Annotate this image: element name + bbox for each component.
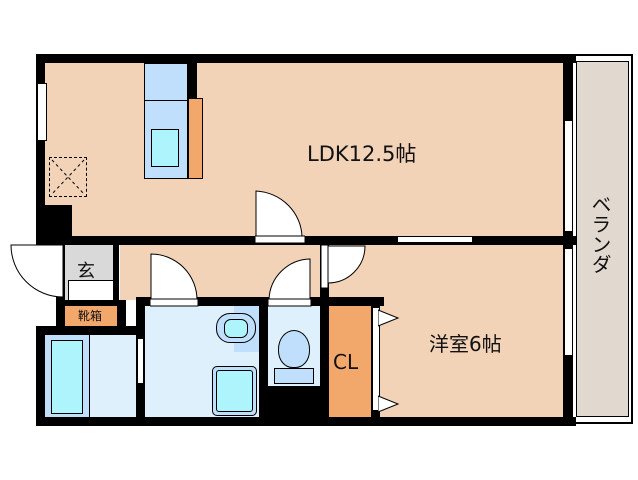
window-ldk-right [564, 120, 573, 232]
wet-wall-left [36, 326, 45, 426]
wall-top [36, 54, 576, 63]
ldk-label: LDK12.5帖 [307, 142, 417, 166]
shoe-doors [68, 280, 114, 302]
washbasin [216, 313, 256, 343]
veranda: ベランダ [571, 54, 633, 424]
ldk-floor [36, 54, 572, 240]
wet-wall-top [36, 326, 140, 335]
wash-door[interactable] [150, 253, 200, 307]
sink [151, 129, 179, 167]
kitchen-wall [188, 63, 197, 99]
veranda-label: ベランダ [588, 194, 612, 274]
toilet-tank [274, 368, 314, 384]
storage-hatch [49, 157, 87, 197]
wall-left [36, 54, 45, 244]
wall-ldk-bottom [36, 236, 576, 245]
toilet-bottom-wall [259, 386, 329, 426]
entrance-wall-right [113, 245, 119, 325]
kitchen-divider [144, 100, 188, 101]
entrance-label: 玄 [77, 261, 95, 282]
window-left [37, 83, 47, 141]
closet-door[interactable] [372, 307, 380, 411]
toilet-bowl [278, 330, 310, 368]
toilet-wall-left [259, 300, 268, 426]
bathtub [51, 340, 83, 414]
kitchen-cabinet [188, 98, 203, 179]
sliding-door[interactable] [397, 236, 473, 243]
closet-wall-top [320, 297, 384, 306]
bath-door[interactable] [137, 338, 144, 384]
closet: CL [329, 306, 371, 417]
toilet-door[interactable] [268, 258, 320, 308]
front-door[interactable] [10, 244, 64, 298]
closet-door-arrows [378, 309, 400, 413]
western-room-label: 洋室6帖 [429, 332, 502, 356]
shoe-box: 靴箱 [65, 306, 117, 326]
ldk-door[interactable] [255, 190, 305, 244]
shoe-box-label: 靴箱 [78, 309, 103, 323]
western-door[interactable] [321, 245, 367, 290]
washing-machine [212, 366, 257, 416]
toilet-wall-right [320, 240, 329, 426]
closet-label: CL [333, 350, 359, 374]
window-western-right [564, 248, 573, 356]
